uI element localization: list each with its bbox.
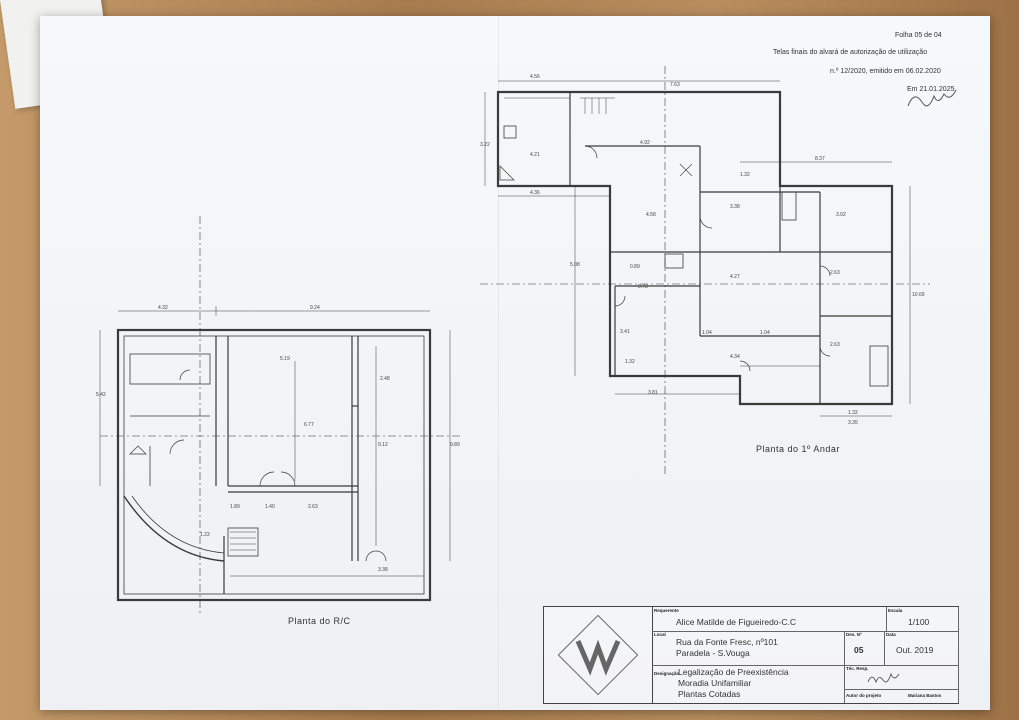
- date-value: Out. 2019: [896, 645, 934, 655]
- floor-plans-drawing: 4.32 9.24 5.19 2.48 6.77 9.12 1.89 1.40 …: [96, 66, 957, 616]
- tecnico-cell: Téc. Resp.: [844, 665, 959, 690]
- svg-text:3.35: 3.35: [848, 420, 858, 426]
- svg-text:1.32: 1.32: [740, 172, 750, 178]
- svg-text:1.40: 1.40: [265, 504, 275, 510]
- svg-text:4.27: 4.27: [730, 274, 740, 280]
- folio-authorization-title: Telas finais do alvará de autorização de…: [773, 49, 928, 56]
- designacao-line2: Moradia Unifamiliar: [678, 678, 752, 688]
- escala-key: Escala: [888, 608, 903, 613]
- svg-text:1.32: 1.32: [848, 410, 858, 416]
- autor-key: Autor do projeto: [846, 693, 882, 698]
- local-key: Local: [654, 632, 666, 637]
- autor-cell: Autor do projeto Mariana Bastos: [844, 689, 959, 703]
- svg-text:8.37: 8.37: [815, 156, 825, 162]
- sheet-fold-line: [498, 16, 500, 710]
- drawing-number-cell: Des. Nº 05: [844, 631, 885, 666]
- folio-date: Em 21.01.2025: [907, 86, 955, 93]
- local-value-line1: Rua da Fonte Fresc, nº101: [676, 637, 778, 647]
- svg-text:3.38: 3.38: [378, 567, 388, 573]
- svg-text:6.77: 6.77: [304, 422, 314, 428]
- architect-logo: [544, 607, 653, 703]
- svg-text:2.63: 2.63: [830, 342, 840, 348]
- svg-text:2.48: 2.48: [380, 376, 390, 382]
- drawing-number-value: 05: [854, 645, 864, 655]
- svg-text:1.04: 1.04: [760, 330, 770, 336]
- svg-text:5.19: 5.19: [280, 356, 290, 362]
- svg-text:4.56: 4.56: [530, 74, 540, 80]
- svg-text:9.89: 9.89: [450, 442, 460, 448]
- signature-mark: [907, 89, 957, 107]
- first-floor-plan-label: Planta do 1º Andar: [756, 444, 840, 454]
- svg-text:5.08: 5.08: [570, 262, 580, 268]
- svg-text:4.58: 4.58: [646, 212, 656, 218]
- tecnico-signature: [867, 672, 900, 684]
- svg-text:4.21: 4.21: [530, 152, 540, 158]
- tecnico-key: Téc. Resp.: [846, 666, 869, 671]
- drawing-number-key: Des. Nº: [846, 632, 862, 637]
- svg-text:0.73: 0.73: [638, 284, 648, 290]
- first-floor-plan: [480, 66, 930, 476]
- svg-text:2.63: 2.63: [830, 270, 840, 276]
- designacao-line1: Legalização de Preexistência: [678, 667, 789, 677]
- escala-value: 1/100: [908, 617, 930, 627]
- local-cell: Local Rua da Fonte Fresc, nº101 Paradela…: [652, 631, 845, 666]
- folio-number: Folha 05 de 04: [895, 32, 942, 39]
- svg-text:4.34: 4.34: [730, 354, 740, 360]
- ground-floor-plan: [99, 216, 460, 616]
- svg-text:0.89: 0.89: [630, 264, 640, 270]
- svg-text:1.04: 1.04: [702, 330, 712, 336]
- local-value-line2: Paradela - S.Vouga: [676, 648, 750, 658]
- date-key: Data: [886, 632, 896, 637]
- folio-permit-number: n.º 12/2020, emitido em 06.02.2020: [830, 68, 941, 75]
- svg-text:3.81: 3.81: [648, 390, 658, 396]
- escala-cell: Escala 1/100: [886, 607, 959, 632]
- svg-text:5.42: 5.42: [96, 392, 106, 398]
- architectural-drawing-sheet: Folha 05 de 04 Telas finais do alvará de…: [40, 16, 990, 710]
- ground-floor-plan-label: Planta do R/C: [288, 616, 351, 626]
- svg-text:3.41: 3.41: [620, 329, 630, 335]
- designacao-key: Designação: [654, 671, 680, 676]
- requerente-key: Requerente: [654, 608, 679, 613]
- svg-text:9.12: 9.12: [378, 442, 388, 448]
- title-block: Requerente Alice Matilde de Figueiredo-C…: [543, 606, 959, 704]
- svg-text:4.32: 4.32: [158, 305, 168, 311]
- autor-value: Mariana Bastos: [908, 693, 942, 698]
- svg-text:3.38: 3.38: [730, 204, 740, 210]
- svg-text:4.36: 4.36: [530, 190, 540, 196]
- requerente-value: Alice Matilde de Figueiredo-C.C: [676, 617, 796, 627]
- svg-text:10.69: 10.69: [912, 292, 925, 298]
- date-cell: Data Out. 2019: [884, 631, 959, 666]
- svg-text:2.63: 2.63: [308, 504, 318, 510]
- svg-text:4.92: 4.92: [640, 140, 650, 146]
- svg-text:1.89: 1.89: [230, 504, 240, 510]
- requerente-cell: Requerente Alice Matilde de Figueiredo-C…: [652, 607, 887, 632]
- svg-text:3.02: 3.02: [836, 212, 846, 218]
- svg-text:9.24: 9.24: [310, 305, 320, 311]
- designacao-cell: Designação Legalização de Preexistência …: [652, 665, 845, 703]
- svg-text:1.32: 1.32: [625, 359, 635, 365]
- svg-text:7.63: 7.63: [670, 82, 680, 88]
- svg-text:1.22: 1.22: [200, 532, 210, 538]
- svg-text:3.22: 3.22: [480, 142, 490, 148]
- designacao-line3: Plantas Cotadas: [678, 689, 741, 699]
